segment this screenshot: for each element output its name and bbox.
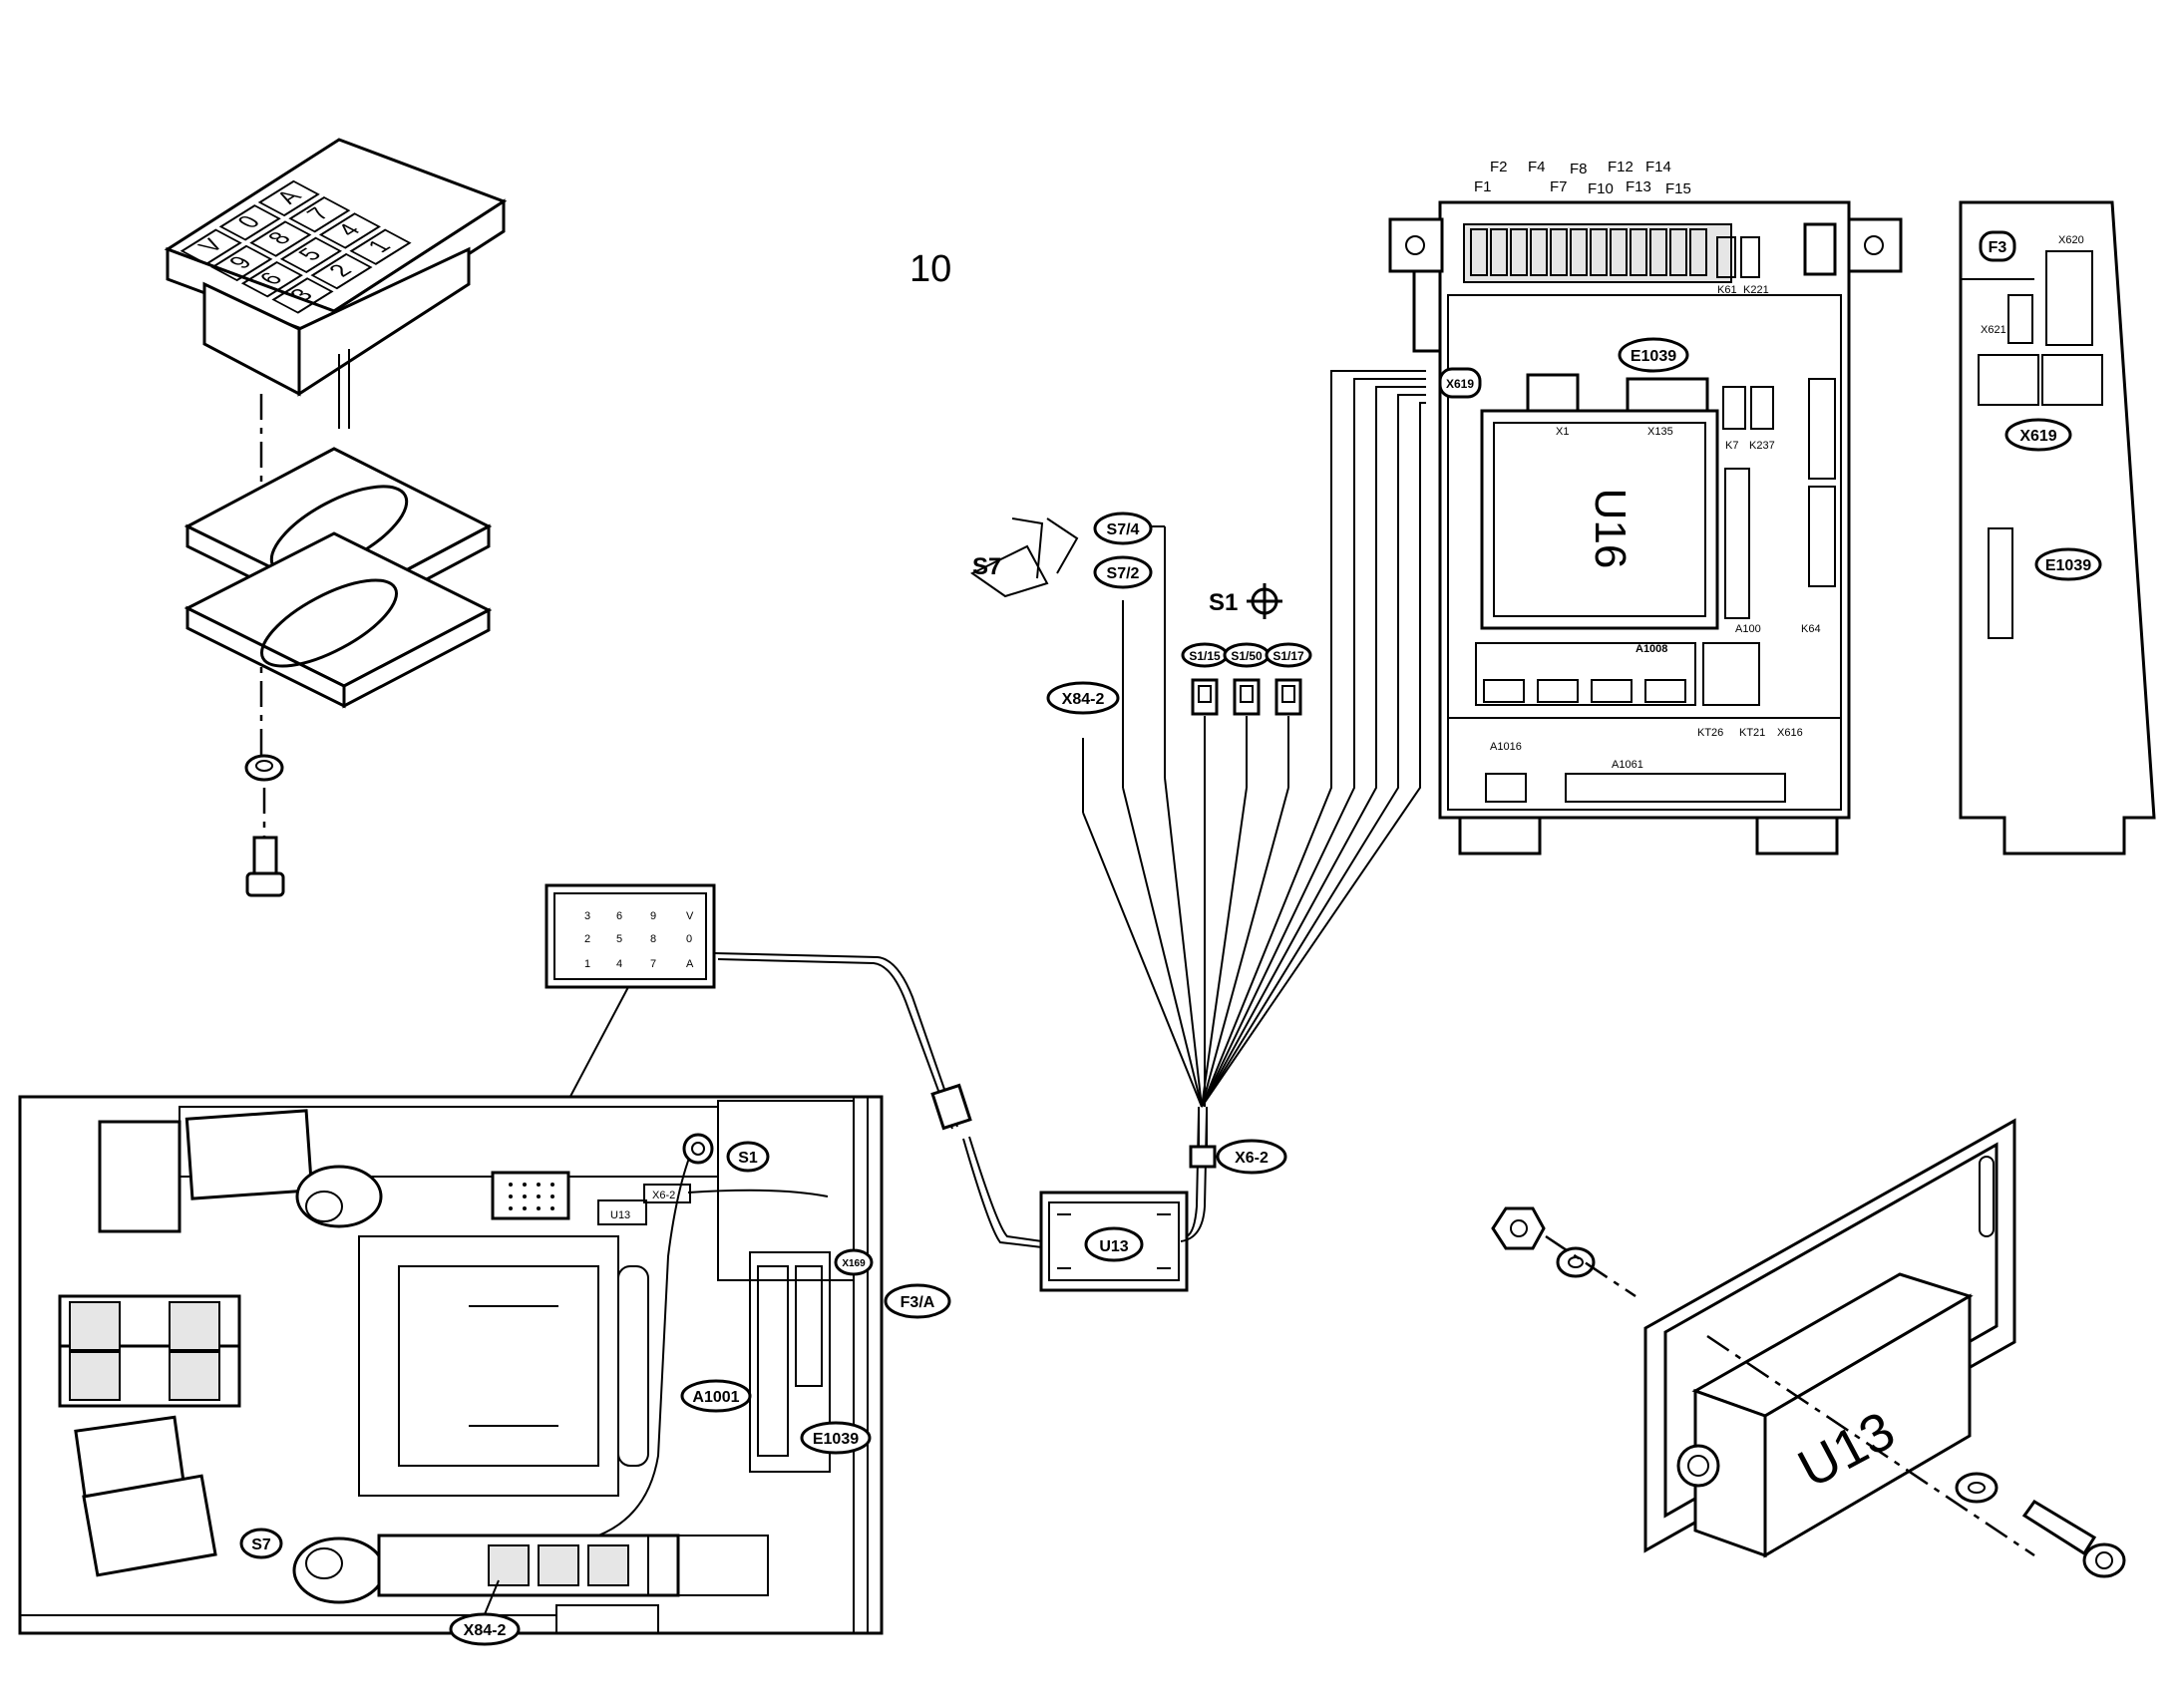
fuse-label: F10 bbox=[1588, 180, 1614, 197]
electrical-cabinet: F2 F4 F8 F12 F14 F1 F7 F10 F13 F15 K61 K… bbox=[1388, 159, 1903, 855]
a1008-label: A1008 bbox=[1635, 643, 1667, 655]
x1-label: X1 bbox=[1556, 426, 1569, 438]
keypad-face-label: 1 bbox=[584, 958, 590, 970]
fuse-label: F1 bbox=[1474, 178, 1492, 195]
k221-label: K221 bbox=[1743, 284, 1769, 296]
s1-17-label: S1/17 bbox=[1272, 649, 1304, 663]
u13-part-exploded: U13 bbox=[1491, 1118, 2126, 1578]
keypad-exploded-view: V 0 A 9 8 7 6 5 4 3 2 1 bbox=[164, 138, 508, 897]
u16-label: U16 bbox=[1586, 489, 1635, 569]
s7-2-label: S7/2 bbox=[1107, 565, 1140, 582]
cabinet-door-panel: F3 X620 X621 X619 E1039 bbox=[1959, 200, 2156, 855]
keypad-face-plate: 3 6 9 V 2 5 8 0 1 4 7 A bbox=[538, 883, 716, 1158]
e1039-cabinet-label: E1039 bbox=[1631, 348, 1676, 365]
keypad-face-label: 9 bbox=[650, 910, 656, 922]
s1-floor-label: S1 bbox=[738, 1150, 758, 1167]
keypad-face-label: 6 bbox=[616, 910, 622, 922]
keypad-face-label: 5 bbox=[616, 933, 622, 945]
a1001-label: A1001 bbox=[692, 1389, 739, 1406]
x169-label: X169 bbox=[842, 1258, 866, 1269]
s7-floor-label: S7 bbox=[251, 1537, 271, 1553]
fuse-label: F12 bbox=[1608, 159, 1634, 175]
x616-label: X616 bbox=[1777, 727, 1803, 739]
keypad-face-label: 3 bbox=[584, 910, 590, 922]
floor-u13-label: U13 bbox=[610, 1209, 630, 1221]
u13-module-box: U13 bbox=[1039, 1191, 1189, 1292]
k7-label: K7 bbox=[1725, 440, 1738, 452]
fuse-label: F7 bbox=[1550, 178, 1568, 195]
f3a-label: F3/A bbox=[901, 1294, 935, 1311]
s1-15-label: S1/15 bbox=[1189, 649, 1221, 663]
x6-2-label: X6-2 bbox=[1235, 1150, 1269, 1167]
fuse-label: F14 bbox=[1645, 159, 1671, 175]
fuse-label: F2 bbox=[1490, 159, 1508, 175]
k237-label: K237 bbox=[1749, 440, 1775, 452]
floor-x6-2-label: X6-2 bbox=[652, 1190, 675, 1201]
x84-2-floor-label: X84-2 bbox=[464, 1622, 507, 1639]
kt26-label: KT26 bbox=[1697, 727, 1723, 739]
s1-switch-symbol: S1 bbox=[1209, 583, 1282, 619]
s7-switch: S7 bbox=[970, 517, 1079, 598]
x135-label: X135 bbox=[1647, 426, 1673, 438]
keypad-face-label: 4 bbox=[616, 958, 622, 970]
s1-50-label: S1/50 bbox=[1231, 649, 1263, 663]
f3-label: F3 bbox=[1989, 239, 2007, 256]
keypad-face-label: 0 bbox=[686, 933, 692, 945]
cab-floor-plan: U13 X6-2 S1 X169 F3/A A1001 E1039 S7 X84… bbox=[18, 1095, 951, 1646]
wire-harness-fan bbox=[1082, 370, 1426, 1147]
keypad-face-label: 2 bbox=[584, 933, 590, 945]
pedal-treads bbox=[69, 1301, 220, 1401]
k61-label: K61 bbox=[1717, 284, 1737, 296]
keypad-face-label: 8 bbox=[650, 933, 656, 945]
fuse-label: F8 bbox=[1570, 161, 1588, 177]
keypad-cable bbox=[713, 952, 1043, 1248]
k64-label: K64 bbox=[1801, 623, 1821, 635]
figure-number: 10 bbox=[909, 248, 951, 290]
a100-label: A100 bbox=[1735, 623, 1761, 635]
keypad-face-label: A bbox=[686, 958, 694, 970]
mini-keypad-dots bbox=[509, 1183, 554, 1210]
s7-switch-label: S7 bbox=[972, 553, 1001, 580]
a1061-label: A1061 bbox=[1612, 759, 1643, 771]
x621-label: X621 bbox=[1981, 324, 2006, 336]
e1039-floor-label: E1039 bbox=[813, 1431, 859, 1448]
fuse-strip bbox=[1470, 228, 1707, 276]
kt21-label: KT21 bbox=[1739, 727, 1765, 739]
a1016-label: A1016 bbox=[1490, 741, 1522, 753]
keypad-face-label: 7 bbox=[650, 958, 656, 970]
s1-symbol-label: S1 bbox=[1209, 589, 1238, 616]
fuse-label: F4 bbox=[1528, 159, 1546, 175]
fuse-label: F13 bbox=[1626, 178, 1651, 195]
e1039-door-label: E1039 bbox=[2045, 557, 2091, 574]
fuse-label: F15 bbox=[1665, 180, 1691, 197]
u13-box-label: U13 bbox=[1099, 1238, 1128, 1255]
x619-cabinet-label: X619 bbox=[1446, 377, 1474, 391]
x84-2-label: X84-2 bbox=[1062, 691, 1105, 708]
keypad-face-label: V bbox=[686, 910, 694, 922]
s7-4-label: S7/4 bbox=[1107, 521, 1140, 538]
x619-door-label: X619 bbox=[2019, 428, 2056, 445]
s1-terminals: S1/15 S1/50 S1/17 bbox=[1181, 642, 1312, 716]
x620-label: X620 bbox=[2058, 234, 2084, 246]
